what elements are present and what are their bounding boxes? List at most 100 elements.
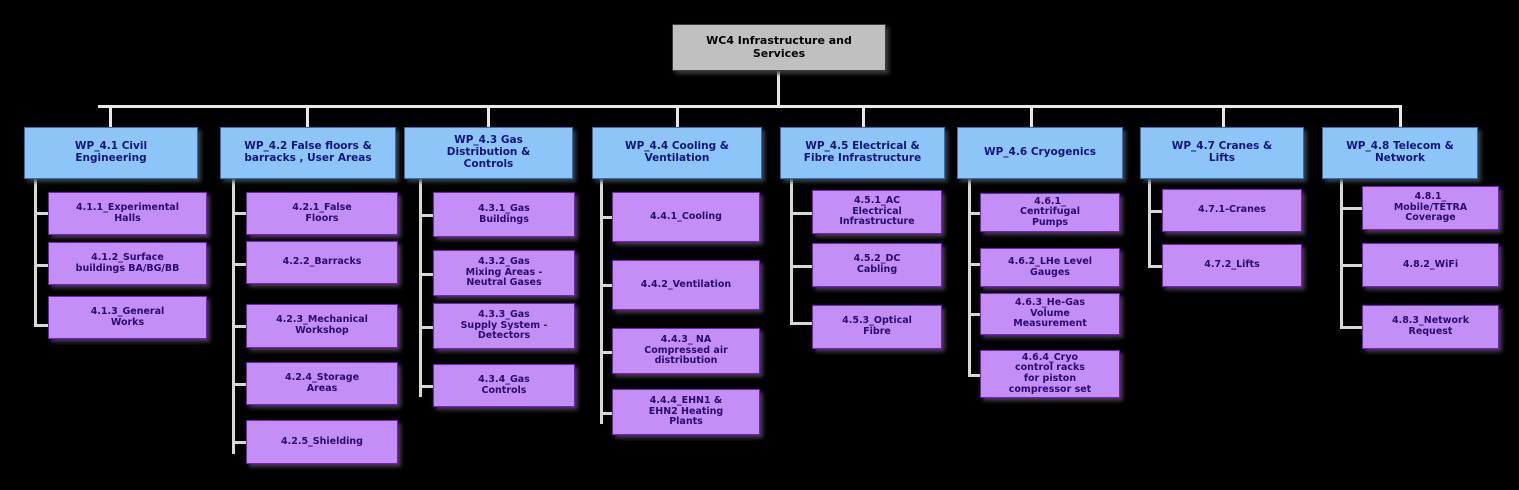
node-4-2-5[interactable]: 4.2.5_Shielding [246,420,398,464]
node-4-8-3-label: 4.8.3_Network Request [1391,315,1470,337]
node-wp46-header[interactable]: WP_4.6 Cryogenics [957,127,1123,179]
node-4-4-1[interactable]: 4.4.1_Cooling [612,192,760,242]
node-4-2-1-label: 4.2.1_False Floors [292,201,352,224]
node-4-5-1[interactable]: 4.5.1_AC Electrical Infrastructure [812,190,942,234]
branch-wp42-4 [232,383,246,386]
node-4-4-3-label: 4.4.3_ NA Compressed air distribution [644,334,728,367]
node-wp44-label: WP_4.4 Cooling & Ventilation [625,140,729,164]
branch-wp43-2 [419,273,433,276]
node-4-4-4-label: 4.4.4_EHN1 & EHN2 Heating Plants [648,395,724,428]
node-4-2-1[interactable]: 4.2.1_False Floors [246,192,398,235]
bus-drop-wp43 [487,105,490,127]
node-4-6-4[interactable]: 4.6.4_Cryo control racks for piston comp… [980,350,1120,398]
node-4-6-4-label: 4.6.4_Cryo control racks for piston comp… [1008,351,1092,395]
bus-drop-wp48 [1399,105,1402,127]
node-4-1-1[interactable]: 4.1.1_Experimental Halls [48,192,207,235]
node-4-5-3[interactable]: 4.5.3_Optical Fibre [812,305,942,349]
node-wp44-header[interactable]: WP_4.4 Cooling & Ventilation [592,127,762,179]
branch-wp46-3 [968,313,980,316]
node-4-2-2[interactable]: 4.2.2_Barracks [246,241,398,284]
root-node-wc4[interactable]: WC4 Infrastructure and Services [672,24,886,71]
branch-wp47-2 [1148,265,1162,268]
node-4-2-4[interactable]: 4.2.4_Storage Areas [246,362,398,405]
node-wp43-header[interactable]: WP_4.3 Gas Distribution & Controls [404,127,573,179]
node-4-1-2-label: 4.1.2_Surface buildings BA/BG/BB [75,251,180,274]
branch-wp45-2 [790,265,812,268]
node-4-6-3[interactable]: 4.6.3_He-Gas Volume Measurement [980,293,1120,335]
node-4-3-4[interactable]: 4.3.4_Gas Controls [433,364,575,407]
node-wp41-label: WP_4.1 Civil Engineering [74,140,148,164]
branch-wp43-3 [419,326,433,329]
node-4-6-1-label: 4.6.1_ Centrifugal Pumps [1019,195,1081,228]
node-4-1-1-label: 4.1.1_Experimental Halls [76,201,179,224]
trunk-wp46 [968,179,971,377]
node-4-6-1[interactable]: 4.6.1_ Centrifugal Pumps [980,193,1120,232]
node-4-1-2[interactable]: 4.1.2_Surface buildings BA/BG/BB [48,242,207,285]
node-4-2-4-label: 4.2.4_Storage Areas [284,371,360,394]
branch-wp44-4 [600,412,612,415]
root-stem-connector [777,71,780,106]
node-4-3-2[interactable]: 4.3.2_Gas Mixing Areas - Neutral Gases [433,250,575,296]
branch-wp44-3 [600,351,612,354]
branch-wp41-1 [34,212,48,215]
node-4-3-3-label: 4.3.3_Gas Supply System - Detectors [460,309,548,342]
node-4-2-5-label: 4.2.5_Shielding [281,435,363,447]
node-4-6-3-label: 4.6.3_He-Gas Volume Measurement [1013,297,1087,330]
branch-wp42-5 [232,441,246,444]
node-4-8-3[interactable]: 4.8.3_Network Request [1362,305,1499,349]
node-4-3-3[interactable]: 4.3.3_Gas Supply System - Detectors [433,303,575,349]
node-wp42-label: WP_4.2 False floors & barracks , User Ar… [244,140,372,164]
node-wp42-header[interactable]: WP_4.2 False floors & barracks , User Ar… [220,127,396,179]
node-wp45-label: WP_4.5 Electrical & Fibre Infrastructure [803,140,922,164]
bus-drop-wp47 [1222,105,1225,127]
bus-drop-wp46 [1030,105,1033,127]
bus-drop-wp42 [306,105,309,127]
branch-wp44-2 [600,284,612,287]
branch-wp41-2 [34,264,48,267]
trunk-wp43 [419,179,422,397]
branch-wp45-3 [790,322,812,325]
node-4-8-2-label: 4.8.2_WiFi [1402,258,1459,270]
node-4-2-3[interactable]: 4.2.3_Mechanical Workshop [246,304,398,348]
node-4-4-2[interactable]: 4.4.2_Ventilation [612,260,760,310]
branch-wp43-4 [419,385,433,388]
node-4-3-2-label: 4.3.2_Gas Mixing Areas - Neutral Gases [465,256,543,289]
branch-wp48-1 [1340,207,1362,210]
node-wp47-header[interactable]: WP_4.7 Cranes & Lifts [1140,127,1304,179]
node-4-1-3[interactable]: 4.1.3_General Works [48,296,207,339]
node-wp48-header[interactable]: WP_4.8 Telecom & Network [1322,127,1478,179]
root-node-label: WC4 Infrastructure and Services [706,34,852,60]
node-4-1-3-label: 4.1.3_General Works [90,305,165,328]
bus-drop-wp41 [109,105,112,127]
node-4-3-1-label: 4.3.1_Gas Buildings [478,202,530,225]
node-4-8-1[interactable]: 4.8.1_ Mobile/TETRA Coverage [1362,186,1499,230]
node-wp47-label: WP_4.7 Cranes & Lifts [1171,140,1273,164]
branch-wp46-4 [968,374,980,377]
node-4-5-3-label: 4.5.3_Optical Fibre [842,315,912,337]
node-4-4-1-label: 4.4.1_Cooling [650,210,722,222]
node-wp48-label: WP_4.8 Telecom & Network [1346,140,1454,164]
node-4-2-3-label: 4.2.3_Mechanical Workshop [276,314,368,336]
branch-wp43-1 [419,214,433,217]
node-4-4-3[interactable]: 4.4.3_ NA Compressed air distribution [612,328,760,374]
main-bus-connector [98,105,1400,108]
node-4-6-2[interactable]: 4.6.2_LHe Level Gauges [980,248,1120,287]
node-4-3-4-label: 4.3.4_Gas Controls [478,373,530,396]
node-4-4-4[interactable]: 4.4.4_EHN1 & EHN2 Heating Plants [612,389,760,435]
trunk-wp47 [1148,179,1151,267]
branch-wp46-1 [968,212,980,215]
node-wp46-label: WP_4.6 Cryogenics [984,146,1096,159]
node-wp41-header[interactable]: WP_4.1 Civil Engineering [24,127,198,179]
node-4-8-2[interactable]: 4.8.2_WiFi [1362,243,1499,287]
node-4-7-1-label: 4.7.1-Cranes [1198,204,1266,216]
trunk-wp41 [34,179,37,327]
node-wp45-header[interactable]: WP_4.5 Electrical & Fibre Infrastructure [780,127,945,179]
node-4-5-2[interactable]: 4.5.2_DC Cabling [812,243,942,287]
trunk-wp45 [790,179,793,324]
node-4-7-1[interactable]: 4.7.1-Cranes [1162,189,1302,232]
node-4-7-2[interactable]: 4.7.2_Lifts [1162,244,1302,287]
branch-wp42-2 [232,263,246,266]
node-4-3-1[interactable]: 4.3.1_Gas Buildings [433,192,575,237]
branch-wp45-1 [790,212,812,215]
